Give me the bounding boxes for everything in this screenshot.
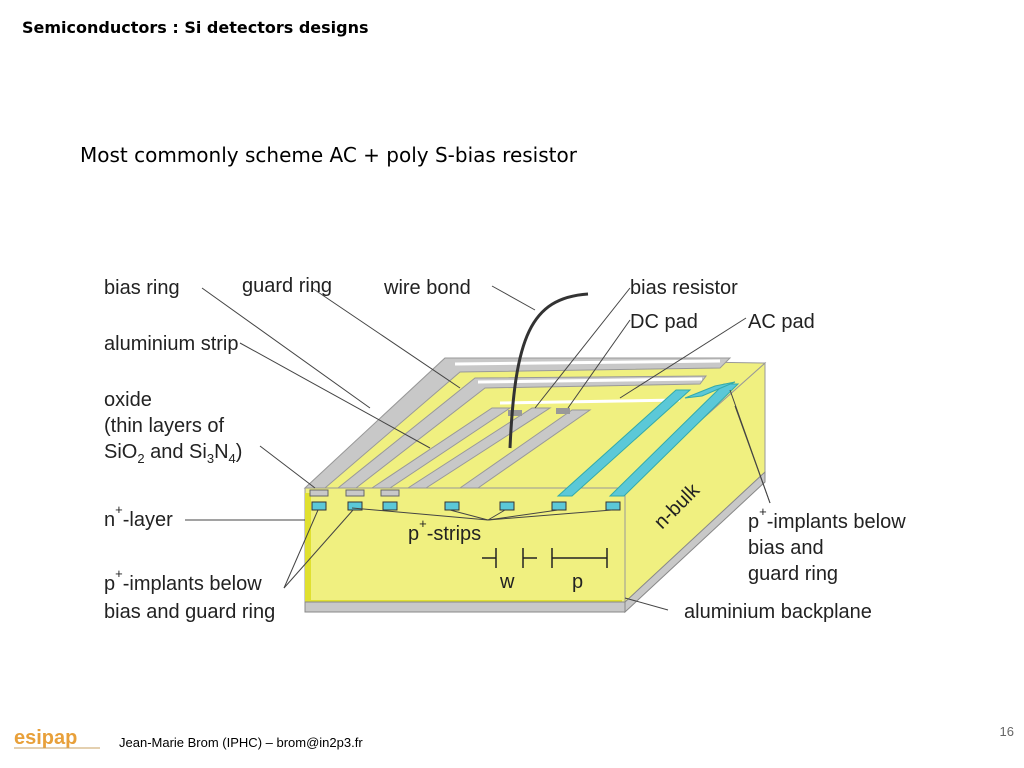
esipap-logo: esipap: [14, 727, 100, 749]
label-p-implants-left-1: p+-implants below: [104, 566, 262, 595]
front-implant-6: [551, 501, 567, 511]
front-implant-1: [311, 501, 327, 511]
label-ac-pad: AC pad: [748, 311, 815, 333]
front-implant-4: [444, 501, 460, 511]
front-cap-1: [309, 489, 329, 497]
guard-ring-band: [303, 357, 732, 489]
front-implant-7: [605, 501, 621, 511]
label-p-implants-right-2: bias and: [748, 537, 824, 559]
slide-title: Semiconductors : Si detectors designs: [22, 18, 369, 37]
label-aluminium-strip: aluminium strip: [104, 333, 238, 355]
footer-author: Jean-Marie Brom (IPHC) – brom@in2p3.fr: [119, 735, 363, 750]
label-p-strips: p+-strips: [408, 516, 481, 545]
ac-pad-implant: [684, 381, 736, 399]
implant-strip-1: [556, 389, 692, 497]
page-number: 16: [999, 724, 1014, 739]
implant-strip-2: [608, 383, 740, 497]
side-backplane: [624, 470, 766, 614]
label-wire-bond: wire bond: [383, 277, 471, 299]
aluminium-strip-2: [406, 407, 552, 489]
label-w: w: [499, 571, 515, 593]
label-oxide-1: oxide: [104, 389, 152, 411]
dc-pad-1: [508, 410, 522, 416]
top-rail-3: [499, 398, 681, 405]
label-bias-ring: bias ring: [104, 277, 180, 299]
wire-bond-wire: [508, 292, 589, 449]
label-p-implants-right-3: guard ring: [748, 563, 838, 585]
label-dc-pad: DC pad: [630, 311, 698, 333]
aluminium-strip-1: [370, 407, 512, 489]
front-implant-5: [499, 501, 515, 511]
leader-lines: [185, 285, 771, 611]
top-rail-1: [454, 359, 721, 366]
label-oxide-2: (thin layers of: [104, 415, 224, 437]
front-cap-2: [345, 489, 365, 497]
logo-text: esipap: [14, 727, 77, 749]
detector-diagram: bias ring guard ring wire bond bias resi…: [104, 275, 906, 623]
label-p-implants-left-2: bias and guard ring: [104, 601, 275, 623]
aluminium-strip-3: [458, 409, 592, 489]
aluminium-backplane-shape: [304, 601, 626, 613]
label-guard-ring: guard ring: [242, 275, 332, 297]
label-bias-resistor: bias resistor: [630, 277, 738, 299]
dc-pad-2: [556, 408, 570, 414]
front-cap-3: [380, 489, 400, 497]
front-implant-3: [382, 501, 398, 511]
label-p: p: [572, 571, 583, 593]
label-p-implants-right-1: p+-implants below: [748, 504, 906, 533]
label-aluminium-backplane: aluminium backplane: [684, 601, 872, 623]
label-n-layer: n+-layer: [104, 502, 173, 531]
front-implant-2: [347, 501, 363, 511]
slide-subtitle: Most commonly scheme AC + poly S-bias re…: [80, 143, 577, 167]
label-oxide-3: SiO2 and Si3N4): [104, 441, 242, 466]
bias-ring-band: [336, 375, 708, 489]
dimension-markers: [482, 548, 608, 568]
